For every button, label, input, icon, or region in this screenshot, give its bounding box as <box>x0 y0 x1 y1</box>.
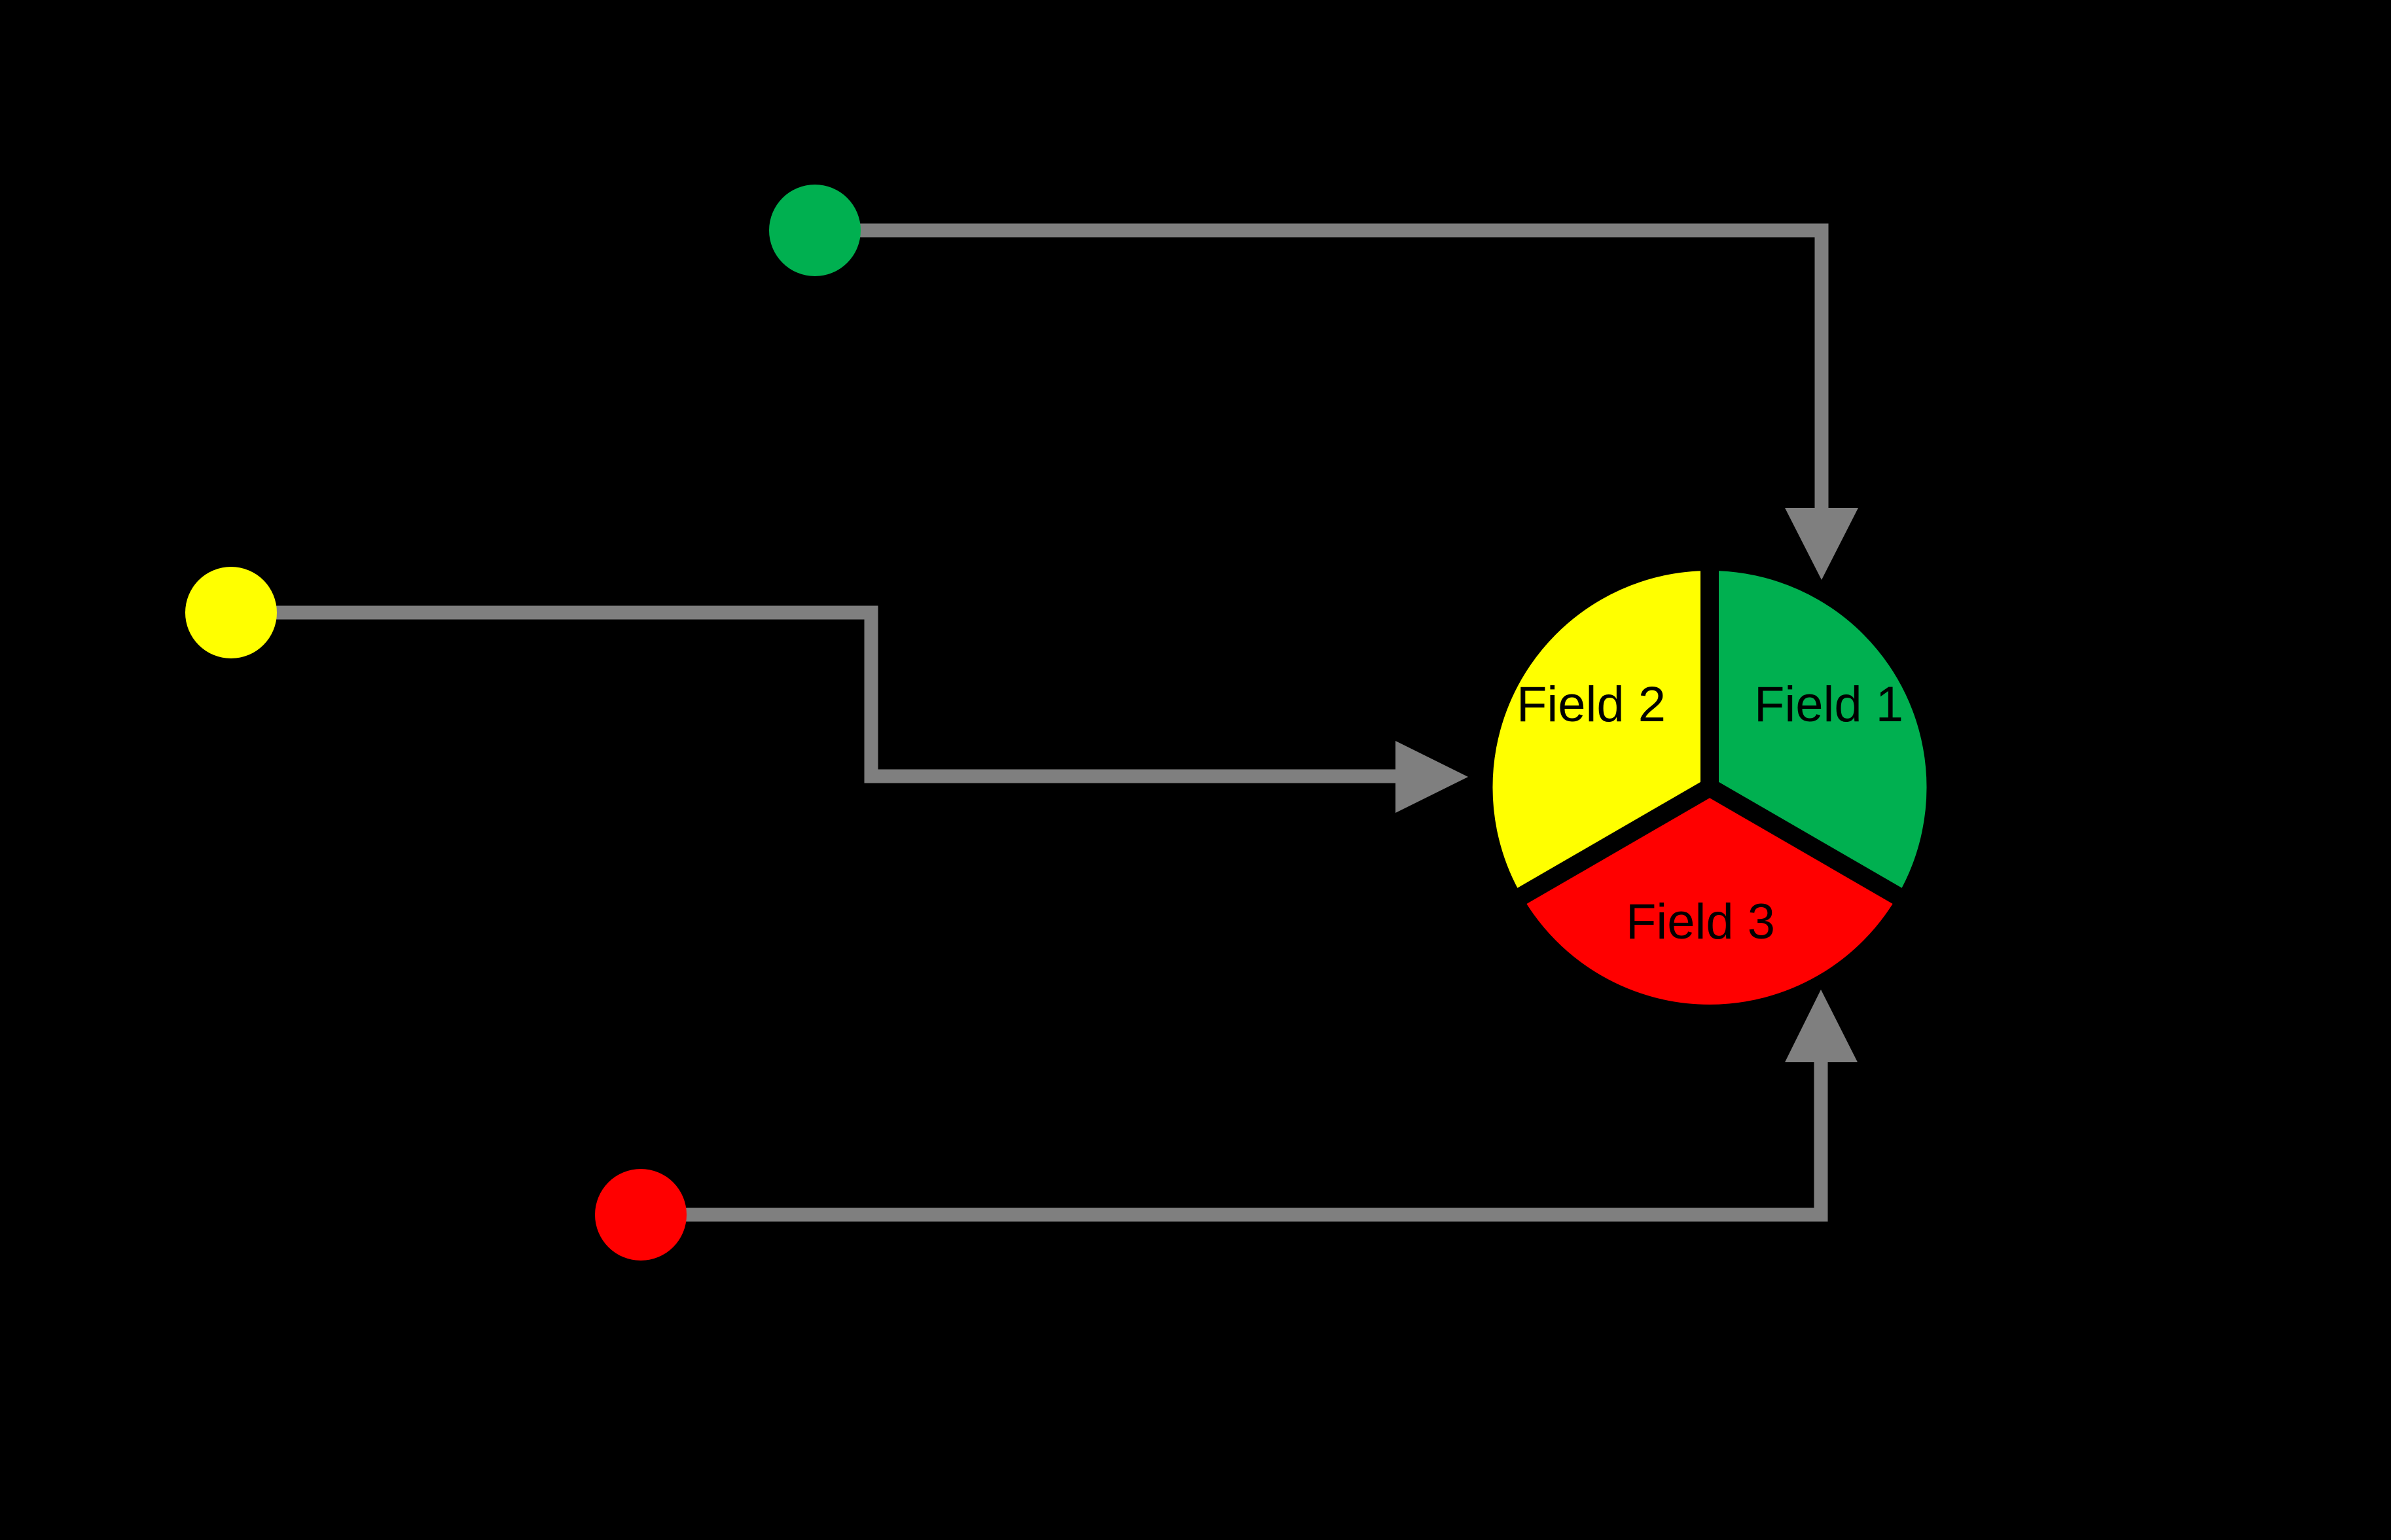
pie-slice-field3 <box>1501 776 1918 1023</box>
red-connector-arrowhead-icon <box>1785 990 1858 1062</box>
yellow-source-dot <box>185 567 277 658</box>
pie-slice-field2 <box>1474 552 1719 914</box>
pie-slice-field1-label: Field 1 <box>1754 677 1903 732</box>
green-source-dot <box>769 185 861 276</box>
red-connector <box>595 990 1858 1261</box>
yellow-connector-arrowhead-icon <box>1395 741 1468 813</box>
yellow-connector <box>185 567 1468 813</box>
pie-chart: Field 2 Field 1 Field 3 <box>1460 538 1959 1037</box>
pie-slice-field2-label: Field 2 <box>1517 677 1666 732</box>
pie-outline <box>1460 538 1959 1037</box>
yellow-connector-line <box>231 605 1401 783</box>
green-connector-line <box>815 223 1829 518</box>
pie-slice-field3-label: Field 3 <box>1626 894 1775 950</box>
green-connector <box>769 185 1858 580</box>
red-source-dot <box>595 1169 687 1261</box>
green-connector-arrowhead-icon <box>1785 508 1858 580</box>
red-connector-line <box>641 1055 1828 1222</box>
